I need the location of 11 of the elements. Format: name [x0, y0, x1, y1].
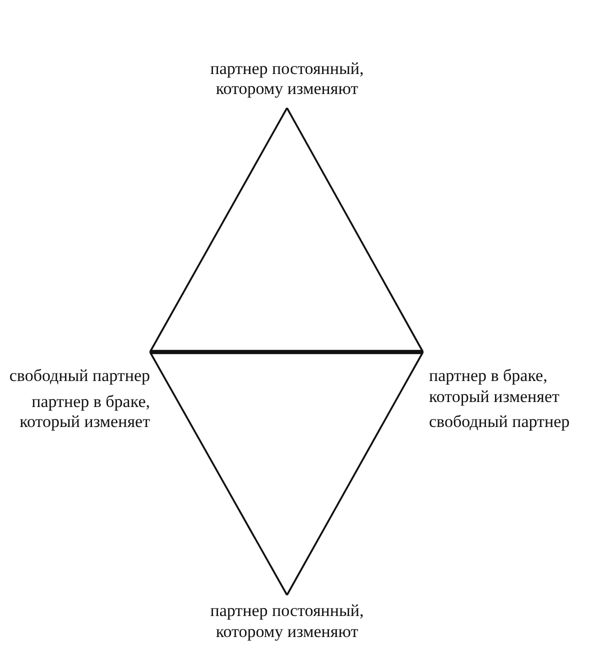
- vertex-label: партнер постоянный, которому изменяют: [210, 601, 364, 642]
- vertex-label: свободный партнер: [8, 366, 150, 387]
- vertex-label: партнер постоянный, которому изменяют: [210, 58, 364, 100]
- vertex-label: партнер в браке, который изменяет: [429, 366, 560, 408]
- triangle-side: [149, 352, 288, 596]
- vertex-label: свободный партнер: [429, 412, 571, 434]
- triangle-side: [286, 108, 424, 352]
- vertex-label: партнер в браке, который изменяет: [18, 392, 150, 434]
- triangle-side: [149, 108, 288, 352]
- triangle-side: [150, 350, 423, 354]
- triangle-side: [286, 352, 424, 596]
